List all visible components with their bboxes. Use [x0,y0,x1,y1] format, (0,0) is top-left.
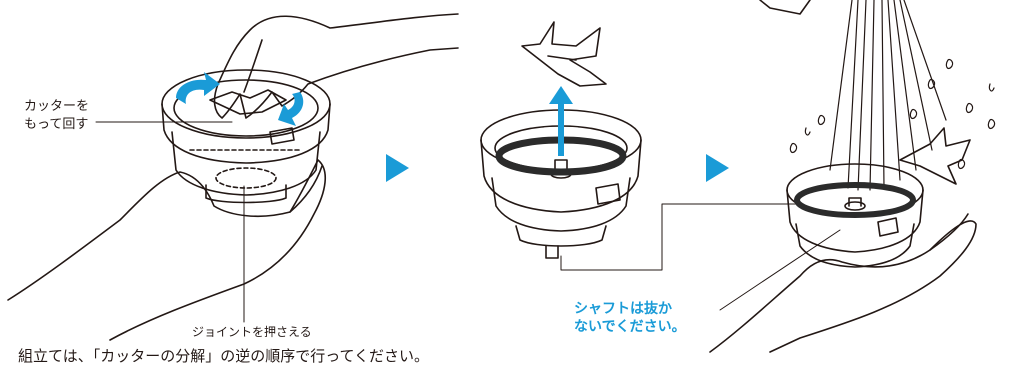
shaft-warning-label: シャフトは抜か ないでください。 [574,301,686,335]
up-arrow-icon [549,86,573,156]
shaft-leader-line [560,203,801,271]
step-arrow-icon [386,154,409,182]
top-hand [213,13,459,119]
rotate-arrows-icon [176,72,304,126]
step3-illustration [709,0,996,353]
bottom-hand [7,159,326,341]
washing-hand [709,220,977,353]
press-joint-label: ジョイントを押さえる [192,325,312,339]
rotate-cutter-label: カッターを もって回す [24,99,90,132]
joint-dashed [215,167,277,189]
step2-illustration [480,21,801,271]
gasket-ring-3 [794,182,916,218]
step-arrow-icon [706,154,729,182]
assembly-note: 組立ては、「カッターの分解」の逆の順序で行ってください。 [18,347,430,365]
faucet [759,0,811,15]
cutter-blade [521,21,607,87]
cutter-blade-washing [899,127,971,185]
water-spray-icon [829,0,947,191]
